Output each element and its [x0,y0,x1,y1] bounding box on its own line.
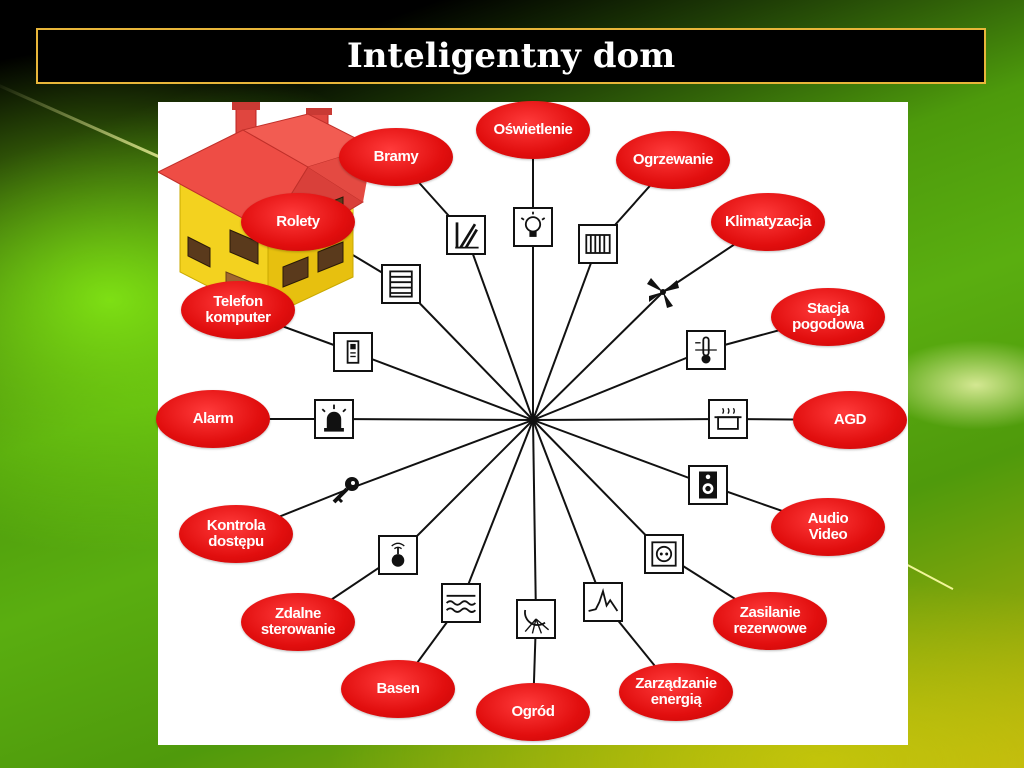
node-label-line: Bramy [373,148,419,165]
node-klimatyzacja: Klimatyzacja [711,193,825,251]
speaker-icon [688,465,728,505]
title-bar: Inteligentny dom [36,28,986,84]
node-label-line: Telefon [213,293,263,310]
node-label: Bramy [374,149,419,165]
connector-line [532,419,709,486]
node-label-line: pogodowa [792,316,864,333]
node-label-line: dostępu [208,533,264,550]
node-label-line: rezerwowe [733,620,807,637]
node-label-line: Zasilanie [739,604,801,621]
node-label-line: energią [650,691,702,708]
connector-line [400,283,534,421]
node-label-line: Kontrola [206,517,266,534]
node-label-line: Klimatyzacja [724,213,812,230]
connector-line [345,419,534,491]
node-bramy: Bramy [339,128,453,186]
remote-signal-icon [378,535,418,575]
node-label-line: Rolety [276,213,320,230]
node-ogrzewanie: Ogrzewanie [616,131,730,189]
connector-line [532,418,729,421]
node-label-line: Stacja [807,300,849,317]
pool-icon [441,583,481,623]
node-label-line: Audio [807,510,849,527]
connector-line [460,419,534,604]
light-bulb-icon [513,207,553,247]
node-label: Ogród [512,704,555,720]
node-label: Rolety [276,213,320,230]
node-rolety: Rolety [241,193,355,251]
energy-graph-icon [583,582,623,622]
connector-line [532,243,599,421]
connector-line [352,351,534,421]
sun-garden-icon [516,599,556,639]
node-label-line: Alarm [192,410,234,427]
node-label-line: sterowanie [260,621,336,638]
connector-line [333,418,534,421]
cooking-pot-icon [708,399,748,439]
power-socket-icon [644,534,684,574]
phone-icon [333,332,373,372]
radiator-icon [578,224,618,264]
node-label-line: Zarządzanie [635,675,717,692]
connector-line [532,291,664,421]
node-label-line: Oświetlenie [493,121,573,138]
fan-icon [643,272,683,312]
node-label: Ogrzewanie [632,151,714,168]
node-alarm: Alarm [156,390,270,448]
node-agd: AGD [793,391,907,449]
node-label-line: AGD [833,411,867,428]
node-label: AGD [833,411,867,428]
node-label: Basen [376,681,419,697]
alarm-siren-icon [314,399,354,439]
connector-line [532,419,604,603]
node-label-line: Basen [376,680,420,697]
connector-line [465,234,534,421]
key-icon [326,470,366,510]
node-label-line: Ogród [511,703,555,720]
node-basen: Basen [341,660,455,718]
blinds-icon [381,264,421,304]
node-label-line: Zdalne [275,605,321,622]
node-label: Alarm [193,411,234,427]
node-label: Oświetlenie [494,122,573,138]
node-ogrod: Ogród [476,683,590,741]
connector-line [532,419,665,555]
connector-line [397,419,534,556]
node-label-line: komputer [205,309,271,326]
page-title: Inteligentny dom [346,36,676,76]
node-label: Klimatyzacja [725,214,811,230]
thermometer-icon [686,330,726,370]
connector-line [532,349,707,421]
connector-line [532,419,537,620]
node-label-line: Ogrzewanie [632,151,714,168]
node-label-line: Video [808,526,848,543]
gate-icon [446,215,486,255]
node-oswietlenie: Oświetlenie [476,101,590,159]
